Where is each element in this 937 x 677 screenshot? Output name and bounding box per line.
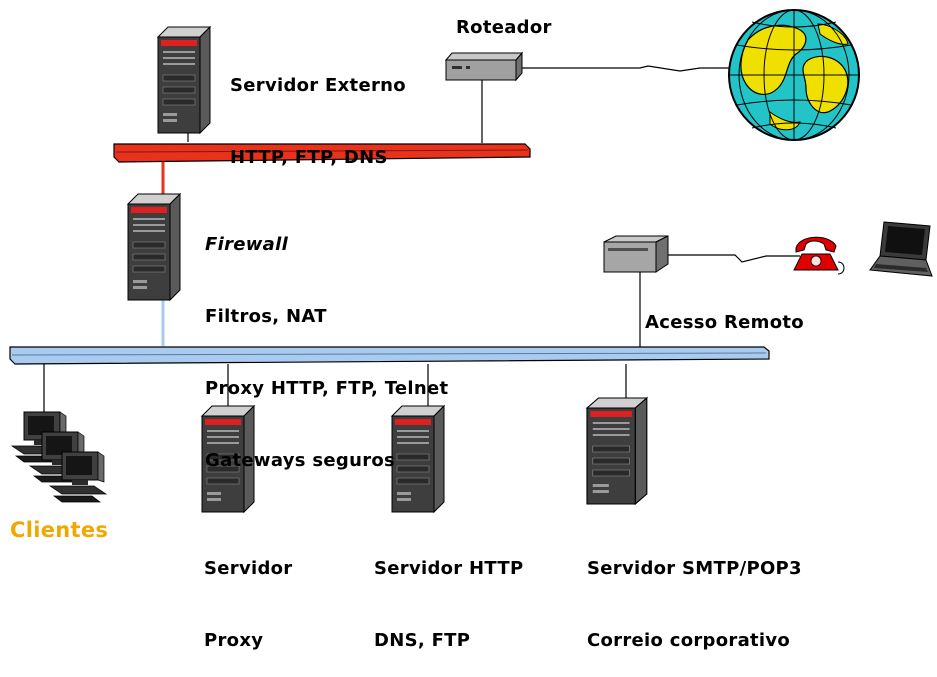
internal-network-bar <box>9 346 770 365</box>
telephone-icon <box>793 236 845 275</box>
smtp-server-label-line2: Correio corporativo <box>587 630 791 651</box>
globe-icon <box>728 9 860 141</box>
firewall-label-line1: Filtros, NAT <box>205 306 327 327</box>
remote-phone-link <box>668 254 800 263</box>
laptop-icon <box>869 221 933 277</box>
network-diagram <box>9 9 933 513</box>
external-server-icon <box>157 26 211 134</box>
proxy-server-label-line1: Servidor <box>204 558 293 579</box>
firewall-server-icon <box>127 193 181 301</box>
external-server-label-line1: Servidor Externo <box>230 75 406 96</box>
http-server-label-line1: Servidor HTTP <box>374 558 524 579</box>
external-server-label-line2: HTTP, FTP, DNS <box>230 147 388 168</box>
desktop-computers-icon <box>11 411 107 503</box>
firewall-label-line2: Proxy HTTP, FTP, Telnet <box>205 378 449 399</box>
firewall-label: Firewall Filtros, NAT Proxy HTTP, FTP, T… <box>205 185 448 497</box>
firewall-label-line3: Gateways seguros <box>205 450 396 471</box>
smtp-server-icon <box>586 397 648 505</box>
firewall-title: Firewall <box>205 234 289 255</box>
connection-links <box>43 65 800 420</box>
router-label: Roteador <box>456 17 552 38</box>
http-server-label-line2: DNS, FTP <box>374 630 471 651</box>
remote-access-device-icon <box>603 235 669 273</box>
remote-access-label: Acesso Remoto <box>645 312 804 333</box>
external-server-label: Servidor Externo HTTP, FTP, DNS <box>230 26 406 194</box>
smtp-server-label-line1: Servidor SMTP/POP3 <box>587 558 802 579</box>
proxy-server-label-line2: Proxy <box>204 630 264 651</box>
proxy-server-label: Servidor Proxy <box>204 509 292 677</box>
router-internet-link <box>520 65 730 72</box>
router-icon <box>444 51 524 82</box>
http-server-label: Servidor HTTP DNS, FTP <box>374 509 523 677</box>
clients-label: Clientes <box>10 518 109 542</box>
smtp-server-label: Servidor SMTP/POP3 Correio corporativo <box>587 509 802 677</box>
external-network-bar <box>113 143 531 163</box>
